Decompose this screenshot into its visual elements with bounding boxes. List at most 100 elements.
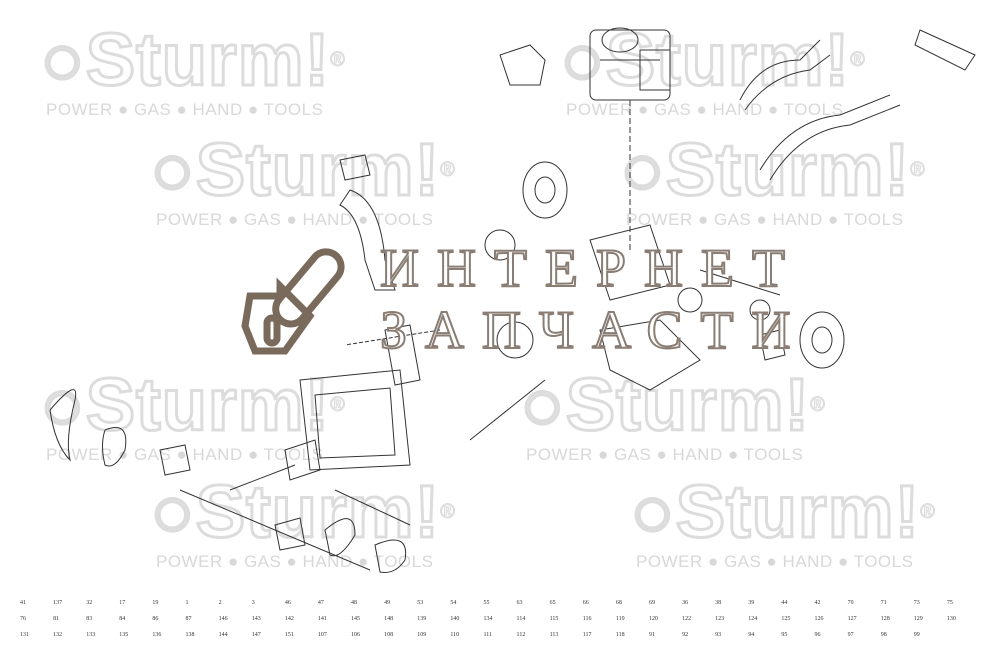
watermark-registered-mark: ® [850, 49, 866, 72]
part-number-callout: 63 [517, 600, 523, 606]
sturm-watermark: ○Sturm!®POWER ● GAS ● HAND ● TOOLS [39, 363, 346, 465]
watermark-registered-mark: ® [330, 49, 346, 72]
part-number-callout: 131 [20, 632, 29, 638]
watermark-registered-mark: ® [910, 159, 926, 182]
part-number-callout: 66 [583, 600, 589, 606]
part-number-callout: 46 [285, 600, 291, 606]
watermark-tagline: POWER ● GAS ● HAND ● TOOLS [46, 100, 324, 119]
watermark-logo: ○Sturm!® [149, 128, 456, 211]
watermark-logo: ○Sturm!® [519, 363, 826, 446]
sturm-watermark: ○Sturm!®POWER ● GAS ● HAND ● TOOLS [39, 18, 346, 120]
part-number-callout: 44 [781, 600, 787, 606]
sturm-watermark: ○Sturm!®POWER ● GAS ● HAND ● TOOLS [629, 470, 936, 572]
part-number-callout: 98 [881, 632, 887, 638]
part-number-callout: 145 [351, 616, 360, 622]
part-number-callout: 143 [252, 616, 261, 622]
part-number-callout: 70 [848, 600, 854, 606]
watermark-logo: ○Sturm!® [629, 470, 936, 553]
part-number-callout: 69 [649, 600, 655, 606]
part-number-callout: 120 [649, 616, 658, 622]
auger-housing-part [299, 369, 411, 471]
chute-part [339, 189, 396, 291]
part-number-callout: 119 [616, 616, 625, 622]
sturm-watermark: ○Sturm!®POWER ● GAS ● HAND ● TOOLS [149, 470, 456, 572]
part-number-callout: 125 [781, 616, 790, 622]
part-number-callout: 76 [20, 616, 26, 622]
watermark-logo: ○Sturm!® [619, 128, 926, 211]
chute-deflector-part [339, 154, 371, 181]
part-number-callout: 65 [550, 600, 556, 606]
watermark-brand: Sturm! [194, 128, 441, 211]
part-number-callout: 47 [318, 600, 324, 606]
watermark-registered-mark: ® [330, 394, 346, 417]
part-number-callout: 71 [881, 600, 887, 606]
sturm-watermark: ○Sturm!®POWER ● GAS ● HAND ● TOOLS [619, 128, 926, 230]
part-number-callout: 116 [583, 616, 592, 622]
watermark-tagline: POWER ● GAS ● HAND ● TOOLS [156, 210, 434, 229]
part-number-callout: 81 [53, 616, 59, 622]
part-number-callout: 144 [219, 632, 228, 638]
part-number-callout: 142 [285, 616, 294, 622]
overlay-text-line1: ИНТЕРНЕТ [379, 238, 803, 298]
part-number-callout: 94 [748, 632, 754, 638]
cover-part [499, 44, 546, 86]
part-number-callout: 133 [86, 632, 95, 638]
watermark-tagline: POWER ● GAS ● HAND ● TOOLS [566, 100, 844, 119]
part-number-callout: 73 [914, 600, 920, 606]
auger-part [49, 389, 407, 573]
part-number-callout: 148 [384, 616, 393, 622]
part-number-callout: 42 [814, 600, 820, 606]
part-number-callout: 19 [152, 600, 158, 606]
part-number-callout: 126 [814, 616, 823, 622]
part-number-callout: 141 [318, 616, 327, 622]
part-number-callout: 107 [318, 632, 327, 638]
part-number-callout: 95 [781, 632, 787, 638]
part-number-callout: 124 [748, 616, 757, 622]
part-number-callout: 130 [947, 616, 956, 622]
part-number-callout: 140 [450, 616, 459, 622]
part-number-callout: 2 [219, 600, 222, 606]
part-number-callout: 99 [914, 632, 920, 638]
watermark-logo: ○Sturm!® [39, 363, 346, 446]
engine-part [589, 27, 671, 250]
part-number-callout: 41 [20, 600, 26, 606]
part-number-callout: 39 [748, 600, 754, 606]
part-number-callout: 86 [152, 616, 158, 622]
watermark-registered-mark: ® [440, 501, 456, 524]
part-number-callout: 106 [351, 632, 360, 638]
part-number-callout: 114 [517, 616, 526, 622]
chainsaw-logo [241, 248, 345, 355]
part-number-callout: 91 [649, 632, 655, 638]
part-number-callout: 84 [119, 616, 125, 622]
part-number-callout: 68 [616, 600, 622, 606]
part-number-callout: 1 [186, 600, 189, 606]
watermark-brand: Sturm! [664, 128, 911, 211]
handle-part [739, 29, 976, 181]
part-number-callout: 53 [417, 600, 423, 606]
wheel-part [484, 161, 845, 369]
part-number-callout: 112 [517, 632, 526, 638]
part-number-callout: 48 [351, 600, 357, 606]
part-number-callout: 55 [483, 600, 489, 606]
watermark-tagline: POWER ● GAS ● HAND ● TOOLS [526, 445, 804, 464]
part-number-callout: 92 [682, 632, 688, 638]
part-number-callout: 123 [715, 616, 724, 622]
part-number-callout: 32 [86, 600, 92, 606]
part-number-callout: 118 [616, 632, 625, 638]
part-number-callout: 38 [715, 600, 721, 606]
watermark-registered-mark: ® [810, 394, 826, 417]
part-number-callout: 136 [152, 632, 161, 638]
part-number-callout: 132 [53, 632, 62, 638]
part-number-callout: 87 [186, 616, 192, 622]
part-number-callout: 122 [682, 616, 691, 622]
watermark-logo: ○Sturm!® [149, 470, 456, 553]
part-number-callout: 54 [450, 600, 456, 606]
part-number-callout: 147 [252, 632, 261, 638]
part-number-callout: 36 [682, 600, 688, 606]
part-number-callout: 97 [848, 632, 854, 638]
watermark-logo: ○Sturm!® [39, 18, 346, 101]
sturm-watermark: ○Sturm!®POWER ● GAS ● HAND ● TOOLS [149, 128, 456, 230]
part-number-callout: 108 [384, 632, 393, 638]
part-number-callout: 117 [583, 632, 592, 638]
